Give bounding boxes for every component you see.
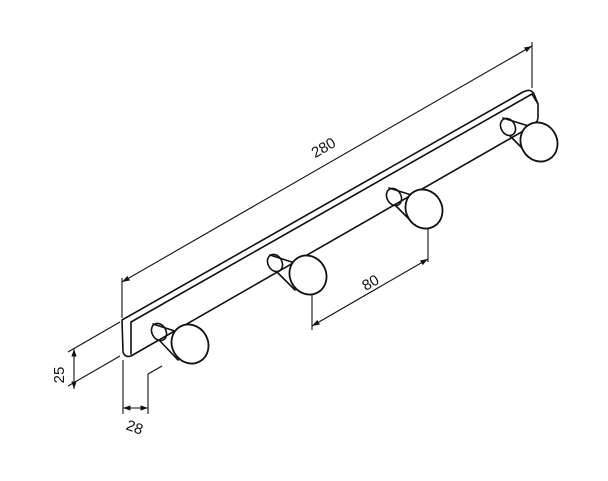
dimension-height-label: 25 [51,367,68,384]
dimension-depth: 28 [122,360,163,439]
hook-4 [499,117,559,163]
hook-1 [150,322,210,365]
dimension-depth-label: 28 [124,417,145,439]
hook-2 [266,253,328,296]
dimension-height: 25 [51,321,121,389]
dimension-hook-spacing: 80 [311,228,429,330]
hook-3 [385,187,444,230]
dimension-hook-spacing-label: 80 [359,272,382,295]
dimension-length-label: 280 [309,134,339,161]
rail-plate [121,89,539,358]
